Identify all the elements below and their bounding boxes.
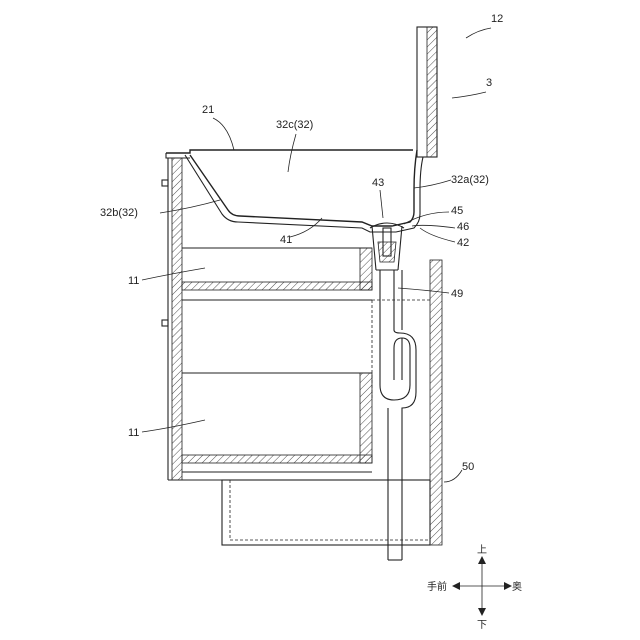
label-46: 46 [457, 221, 469, 233]
label-42: 42 [457, 237, 469, 249]
label-45: 45 [451, 205, 463, 217]
direction-front: 手前 [427, 580, 447, 593]
rear-cabinet-wall [222, 260, 442, 545]
direction-indicator: 上 下 手前 奥 [427, 544, 522, 631]
upper-drawer-11 [182, 248, 372, 300]
direction-up: 上 [477, 544, 487, 556]
label-32c: 32c(32) [276, 119, 313, 131]
label-49: 49 [451, 288, 463, 300]
label-12: 12 [491, 13, 503, 25]
trap-space-50 [372, 300, 430, 400]
lower-drawer-11 [182, 373, 372, 472]
label-32a: 32a(32) [451, 174, 489, 186]
label-11-upper: 11 [128, 275, 139, 287]
label-50: 50 [462, 461, 474, 473]
direction-down: 下 [477, 620, 487, 631]
rear-panel-3 [417, 27, 437, 157]
drain-pipe-49 [380, 270, 416, 560]
label-43: 43 [372, 177, 384, 189]
label-3: 3 [486, 77, 492, 89]
label-32b: 32b(32) [100, 207, 138, 219]
label-21: 21 [202, 104, 214, 116]
label-11-lower: 11 [128, 427, 139, 439]
label-41: 41 [280, 234, 292, 246]
drain-fitting-43 [370, 223, 404, 270]
direction-back: 奥 [512, 580, 522, 593]
bowl-32 [166, 150, 423, 232]
